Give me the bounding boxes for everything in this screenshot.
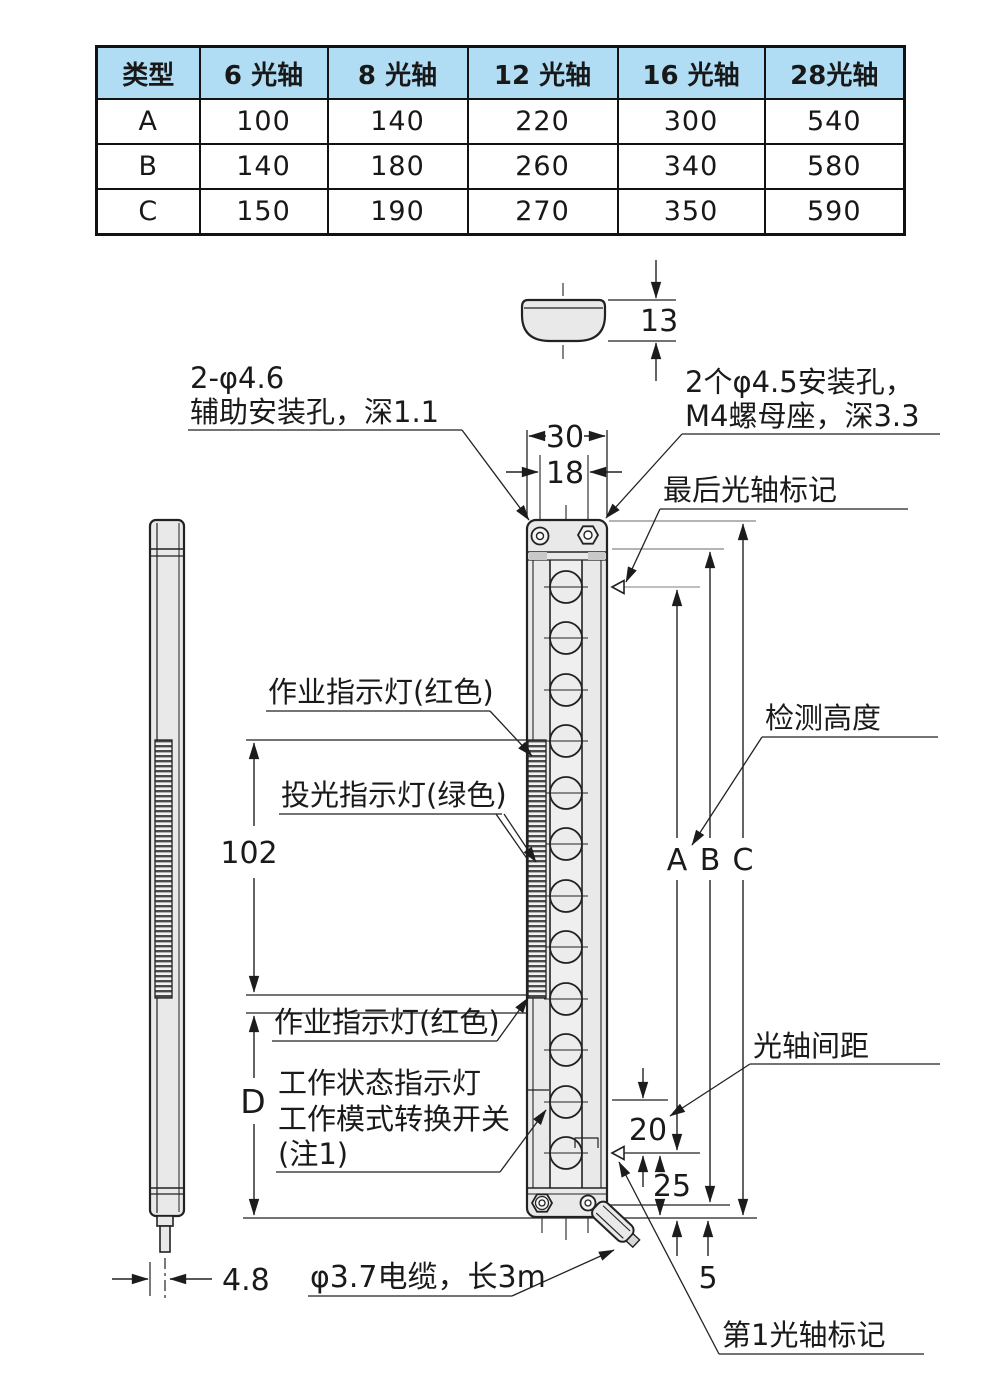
table-cell: A	[95, 98, 201, 145]
front-view	[525, 518, 641, 1249]
dim-5: 5	[698, 1261, 717, 1296]
cable	[591, 1200, 641, 1249]
table-cell: 270	[466, 188, 619, 236]
dim-102: 102	[220, 836, 277, 871]
table-cell: 340	[616, 143, 766, 190]
table-row: A 100 140 220 300 540	[95, 98, 906, 145]
label-mount-hole-line2: M4螺母座，深3.3	[685, 399, 920, 433]
label-work-indicator-top: 作业指示灯(红色)	[268, 675, 494, 709]
first-axis-triangle	[610, 1145, 625, 1161]
table-cell: 180	[326, 143, 469, 190]
label-aux-hole-line2: 辅助安装孔，深1.1	[190, 395, 439, 429]
label-detection-height: 检测高度	[765, 701, 881, 735]
table-row: C 150 190 270 350 590	[95, 188, 906, 236]
front-indicator-strip	[527, 739, 547, 999]
table-header-cell: 类型	[95, 45, 201, 100]
table-cell: 350	[616, 188, 766, 236]
mode-switch	[574, 1137, 599, 1148]
table-cell: 580	[763, 143, 906, 190]
label-cable: φ3.7电缆，长3m	[310, 1260, 546, 1295]
side-indicator-strip	[154, 739, 173, 999]
label-mount-hole-line1: 2个φ4.5安装孔，	[685, 365, 914, 399]
dimension-lines	[248, 430, 749, 1256]
dim-D: D	[240, 1082, 265, 1121]
table-header-cell: 28光轴	[763, 45, 906, 100]
label-first-axis-mark: 第1光轴标记	[722, 1318, 885, 1352]
label-status-line3: (注1)	[278, 1137, 348, 1171]
last-axis-triangle	[610, 579, 625, 595]
dim-25: 25	[653, 1169, 691, 1204]
dim-4-8: 4.8	[222, 1263, 270, 1298]
dim-13: 13	[640, 304, 678, 339]
label-last-axis-mark: 最后光轴标记	[663, 473, 837, 507]
table-cell: 540	[763, 98, 906, 145]
dim-C: C	[733, 843, 754, 878]
table-row: B 140 180 260 340 580	[95, 143, 906, 190]
table-cell: 150	[198, 188, 329, 236]
table-header-cell: 8 光轴	[326, 45, 469, 100]
table-cell: 190	[326, 188, 469, 236]
annotation-texts: 2-φ4.6 辅助安装孔，深1.1 2个φ4.5安装孔， M4螺母座，深3.3 …	[190, 361, 920, 1352]
cable-stub	[159, 1225, 171, 1253]
dim-18: 18	[546, 456, 584, 491]
table-cell: 140	[198, 143, 329, 190]
table-cell: C	[95, 188, 201, 236]
table-cell: 260	[466, 143, 619, 190]
table-header-row: 类型 6 光轴 8 光轴 12 光轴 16 光轴 28光轴	[95, 45, 906, 100]
dim-20: 20	[629, 1113, 667, 1148]
table-cell: 300	[616, 98, 766, 145]
label-emitter-indicator: 投光指示灯(绿色)	[281, 778, 507, 812]
table-cell: 100	[198, 98, 329, 145]
label-work-indicator-bottom: 作业指示灯(红色)	[274, 1005, 500, 1039]
dimension-texts: 30 18 102 D A B C 20 25 5	[220, 420, 753, 1296]
table-cell: 140	[326, 98, 469, 145]
label-status-line2: 工作模式转换开关	[278, 1102, 510, 1136]
label-status-line1: 工作状态指示灯	[278, 1066, 481, 1100]
label-axis-pitch: 光轴间距	[753, 1029, 869, 1063]
table-cell: B	[95, 143, 201, 190]
side-view: 4.8	[112, 518, 270, 1298]
dim-30: 30	[546, 420, 584, 455]
cross-section-view: 13	[520, 260, 678, 381]
table-header-cell: 16 光轴	[616, 45, 766, 100]
spec-table: 类型 6 光轴 8 光轴 12 光轴 16 光轴 28光轴 A 100 140 …	[95, 45, 906, 236]
lens-crosshairs	[544, 586, 588, 1154]
dim-A: A	[667, 843, 688, 878]
dim-B: B	[700, 843, 721, 878]
table-cell: 590	[763, 188, 906, 236]
table-header-cell: 12 光轴	[466, 45, 619, 100]
table-cell: 220	[466, 98, 619, 145]
table-header-cell: 6 光轴	[198, 45, 329, 100]
leader-lines	[188, 429, 940, 1355]
label-aux-hole-line1: 2-φ4.6	[190, 361, 284, 395]
